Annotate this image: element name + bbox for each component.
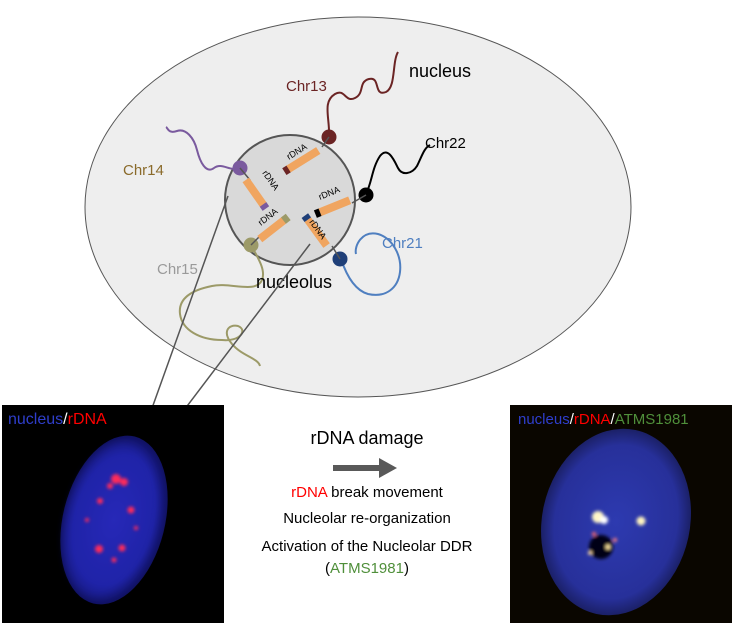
rdna-bar-chr22 xyxy=(313,196,352,218)
nucleolus-label: nucleolus xyxy=(256,272,332,292)
chr14-strand xyxy=(165,126,241,171)
center-line1-rest: break movement xyxy=(326,484,443,501)
rdna-bar-chr13 xyxy=(282,147,321,176)
chr21-strand xyxy=(340,232,402,296)
chr15-label: Chr15 xyxy=(157,261,198,278)
rdna-bar-chr15 xyxy=(257,213,291,243)
right-panel-caption: nucleus/rDNA/ATMS1981 xyxy=(518,411,689,428)
left-panel-caption: nucleus/rDNA xyxy=(8,411,107,429)
right-caption-nucleus: nucleus xyxy=(518,411,570,428)
right-caption-atm: ATMS1981 xyxy=(614,411,689,428)
rdna-damage-title: rDNA damage xyxy=(310,428,424,448)
chr13-link xyxy=(321,136,330,148)
chr21-label: Chr21 xyxy=(382,235,423,252)
right-caption-sep1: / xyxy=(569,411,574,428)
center-line-4: (ATMS1981) xyxy=(232,560,502,577)
center-line4-close: ) xyxy=(403,560,409,577)
center-line4-atm: ATMS1981 xyxy=(330,560,404,577)
nucleus-ellipse xyxy=(84,16,632,398)
left-caption-rdna: rDNA xyxy=(67,411,107,428)
rdna-bar-chr21 xyxy=(301,213,330,248)
center-line-3: Activation of the Nucleolar DDR xyxy=(261,538,473,555)
chr22-label: Chr22 xyxy=(425,135,466,152)
chr15-link xyxy=(250,235,261,246)
chr22-link xyxy=(351,194,367,204)
chr21-link xyxy=(331,245,341,260)
center-line4-open: ( xyxy=(325,560,331,577)
nucleolus-circle xyxy=(224,134,356,266)
chr14-label: Chr14 xyxy=(123,162,164,179)
chr14-link xyxy=(239,167,251,181)
center-line1-rdna: rDNA xyxy=(291,484,327,501)
rdna-bar-chr14 xyxy=(242,177,270,211)
left-caption-nucleus: nucleus xyxy=(8,411,64,428)
chr13-label: Chr13 xyxy=(286,78,327,95)
left-micrograph xyxy=(2,405,224,623)
chr13-strand xyxy=(326,51,399,137)
right-micrograph xyxy=(510,405,732,623)
center-line-1: rDNA break movement xyxy=(232,484,502,501)
arrow-right-icon xyxy=(333,458,397,478)
left-caption-sep: / xyxy=(63,411,68,428)
nucleus-label: nucleus xyxy=(409,61,471,81)
right-caption-sep2: / xyxy=(610,411,615,428)
chr22-strand xyxy=(365,144,431,195)
right-caption-rdna: rDNA xyxy=(573,411,611,428)
center-line-2: Nucleolar re-organization xyxy=(283,510,451,527)
chr15-strand xyxy=(178,244,264,367)
